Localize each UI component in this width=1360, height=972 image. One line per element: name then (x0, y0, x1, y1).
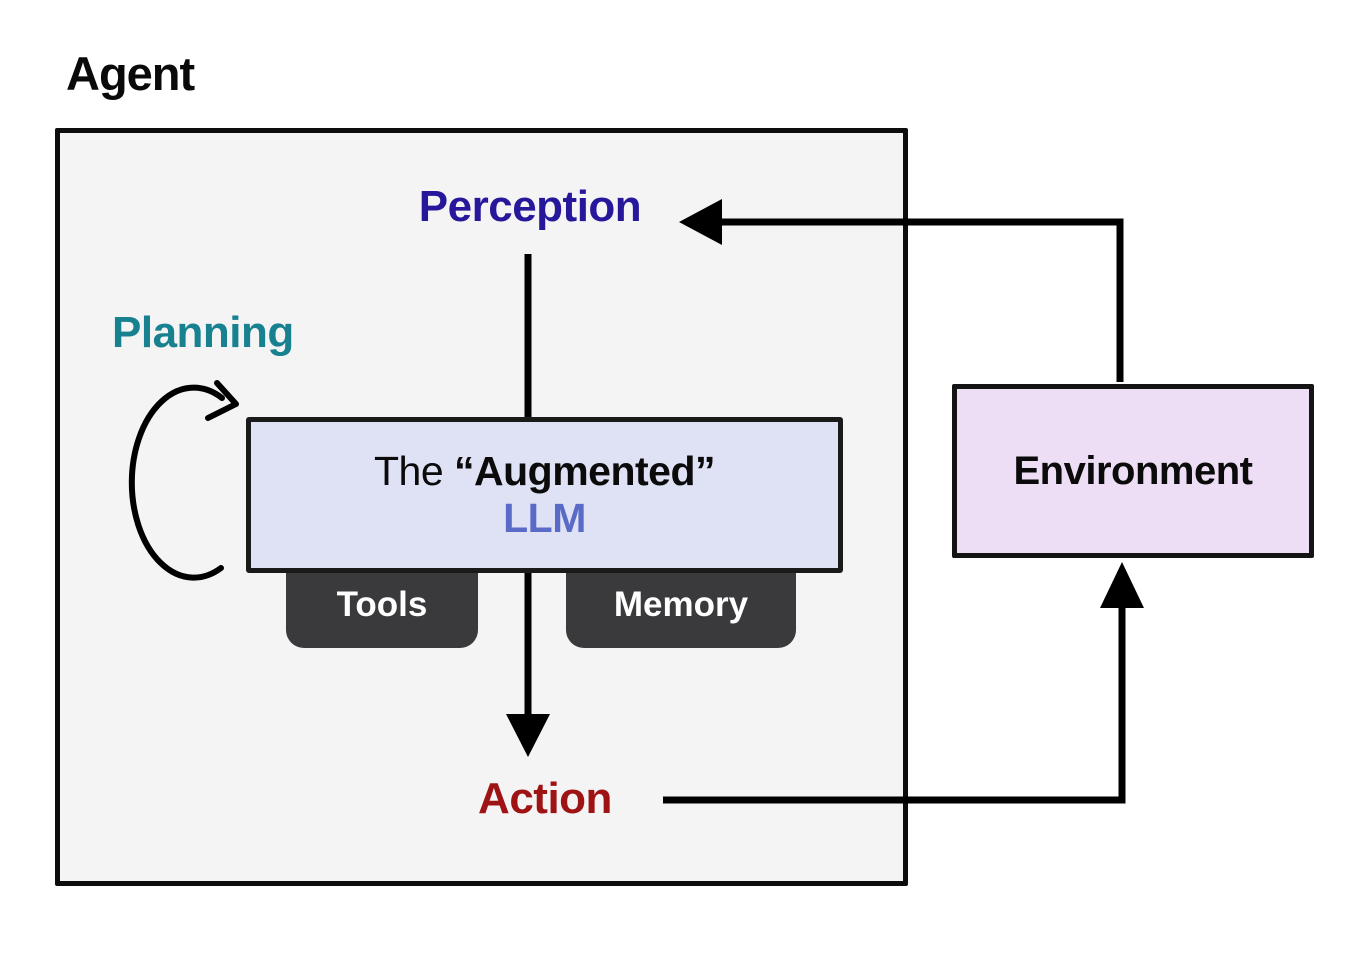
environment-label: Environment (1013, 448, 1253, 493)
memory-badge: Memory (566, 566, 796, 648)
action-label: Action (478, 774, 612, 823)
environment-arrowhead-icon (1100, 562, 1144, 608)
planning-label: Planning (112, 308, 294, 357)
llm-box-title: The “Augmented” (373, 447, 716, 495)
environment-box: Environment (952, 384, 1314, 558)
perception-label: Perception (418, 182, 642, 231)
tools-badge: Tools (286, 566, 478, 648)
llm-title-prefix: The (373, 447, 455, 494)
llm-title-emphasis: “Augmented” (454, 447, 716, 494)
agent-title: Agent (66, 47, 195, 100)
augmented-llm-box: The “Augmented” LLM (246, 417, 843, 573)
llm-box-subtitle: LLM (503, 495, 586, 541)
